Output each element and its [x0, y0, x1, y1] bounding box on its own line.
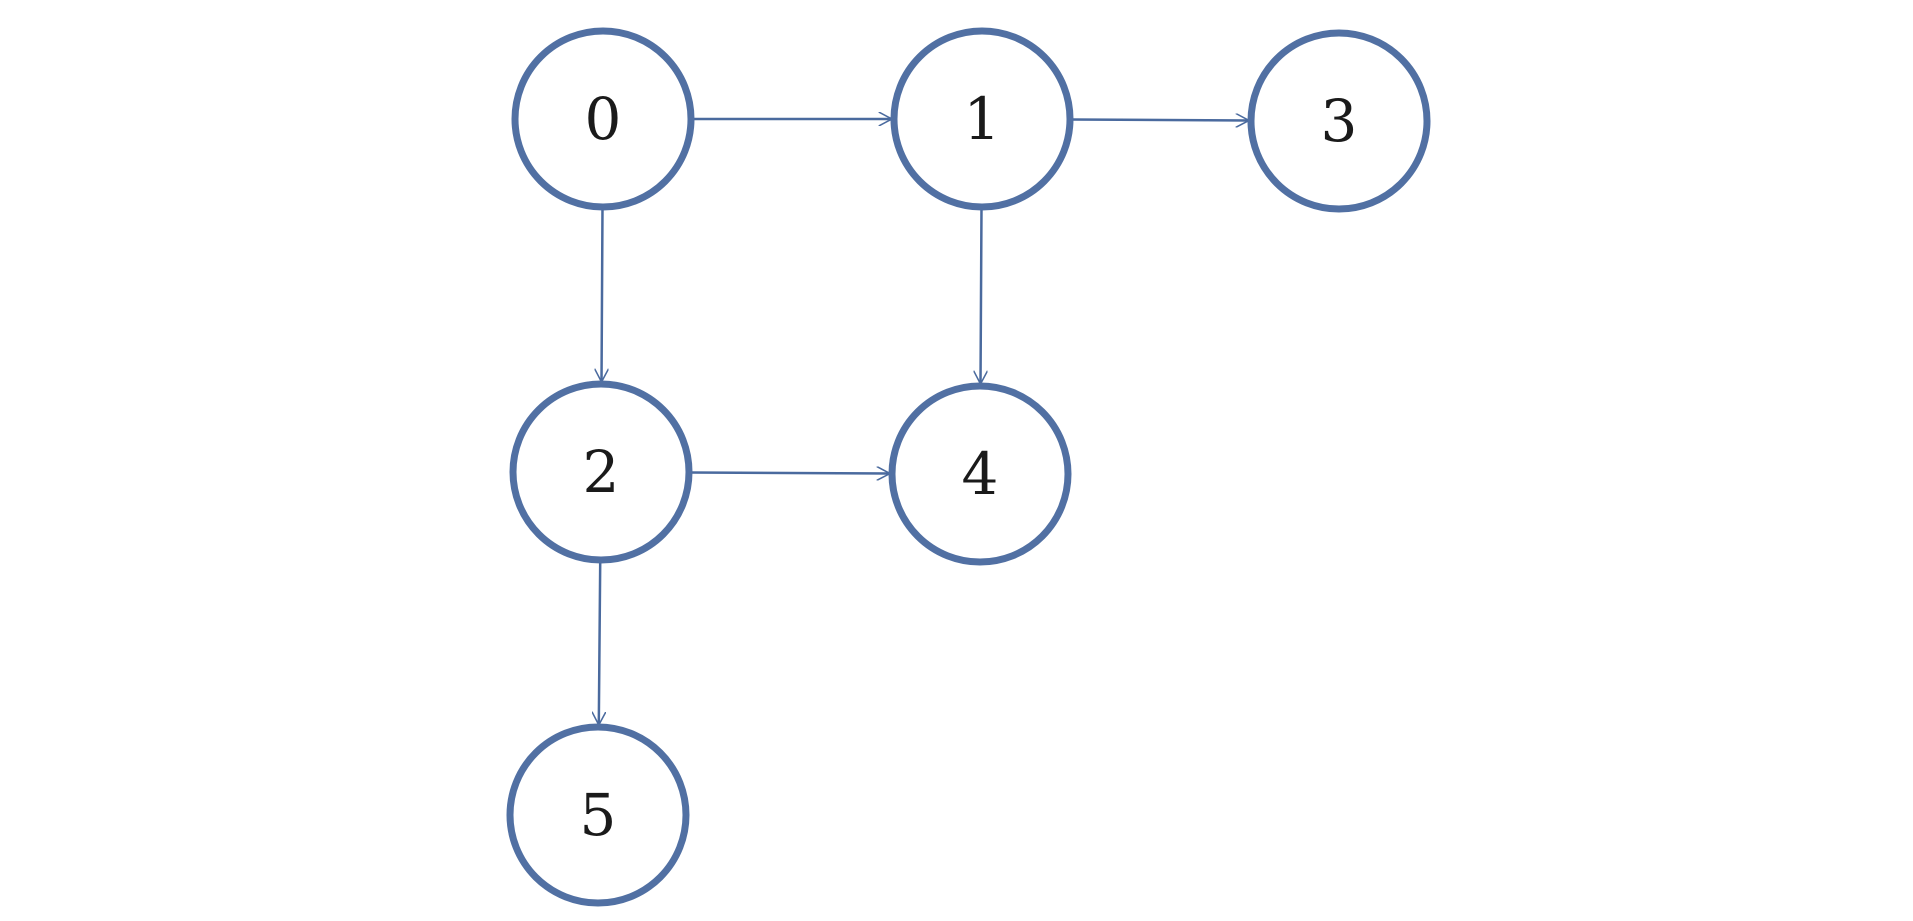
edge-2-to-5: [599, 558, 600, 727]
node-label: 1: [964, 85, 1001, 153]
node-circle: [888, 382, 1072, 566]
node-3: 3: [1247, 29, 1431, 213]
node-label: 4: [962, 440, 999, 508]
node-1: 1: [890, 27, 1074, 211]
node-label: 2: [583, 438, 620, 506]
node-0: 0: [511, 27, 695, 211]
edge-0-to-2: [602, 205, 603, 384]
node-label: 5: [580, 781, 617, 849]
node-circle: [890, 27, 1074, 211]
edges-layer: [599, 119, 1251, 727]
node-5: 5: [506, 723, 690, 907]
node-label: 3: [1321, 87, 1358, 155]
edge-2-to-4: [687, 472, 892, 473]
node-circle: [1247, 29, 1431, 213]
edge-1-to-3: [1068, 119, 1251, 120]
edge-1-to-4: [981, 205, 982, 386]
node-circle: [506, 723, 690, 907]
node-label: 0: [585, 85, 622, 153]
node-circle: [509, 380, 693, 564]
node-circle: [511, 27, 695, 211]
node-2: 2: [509, 380, 693, 564]
node-4: 4: [888, 382, 1072, 566]
nodes-layer: 0 1 2 3 4 5: [506, 27, 1431, 907]
